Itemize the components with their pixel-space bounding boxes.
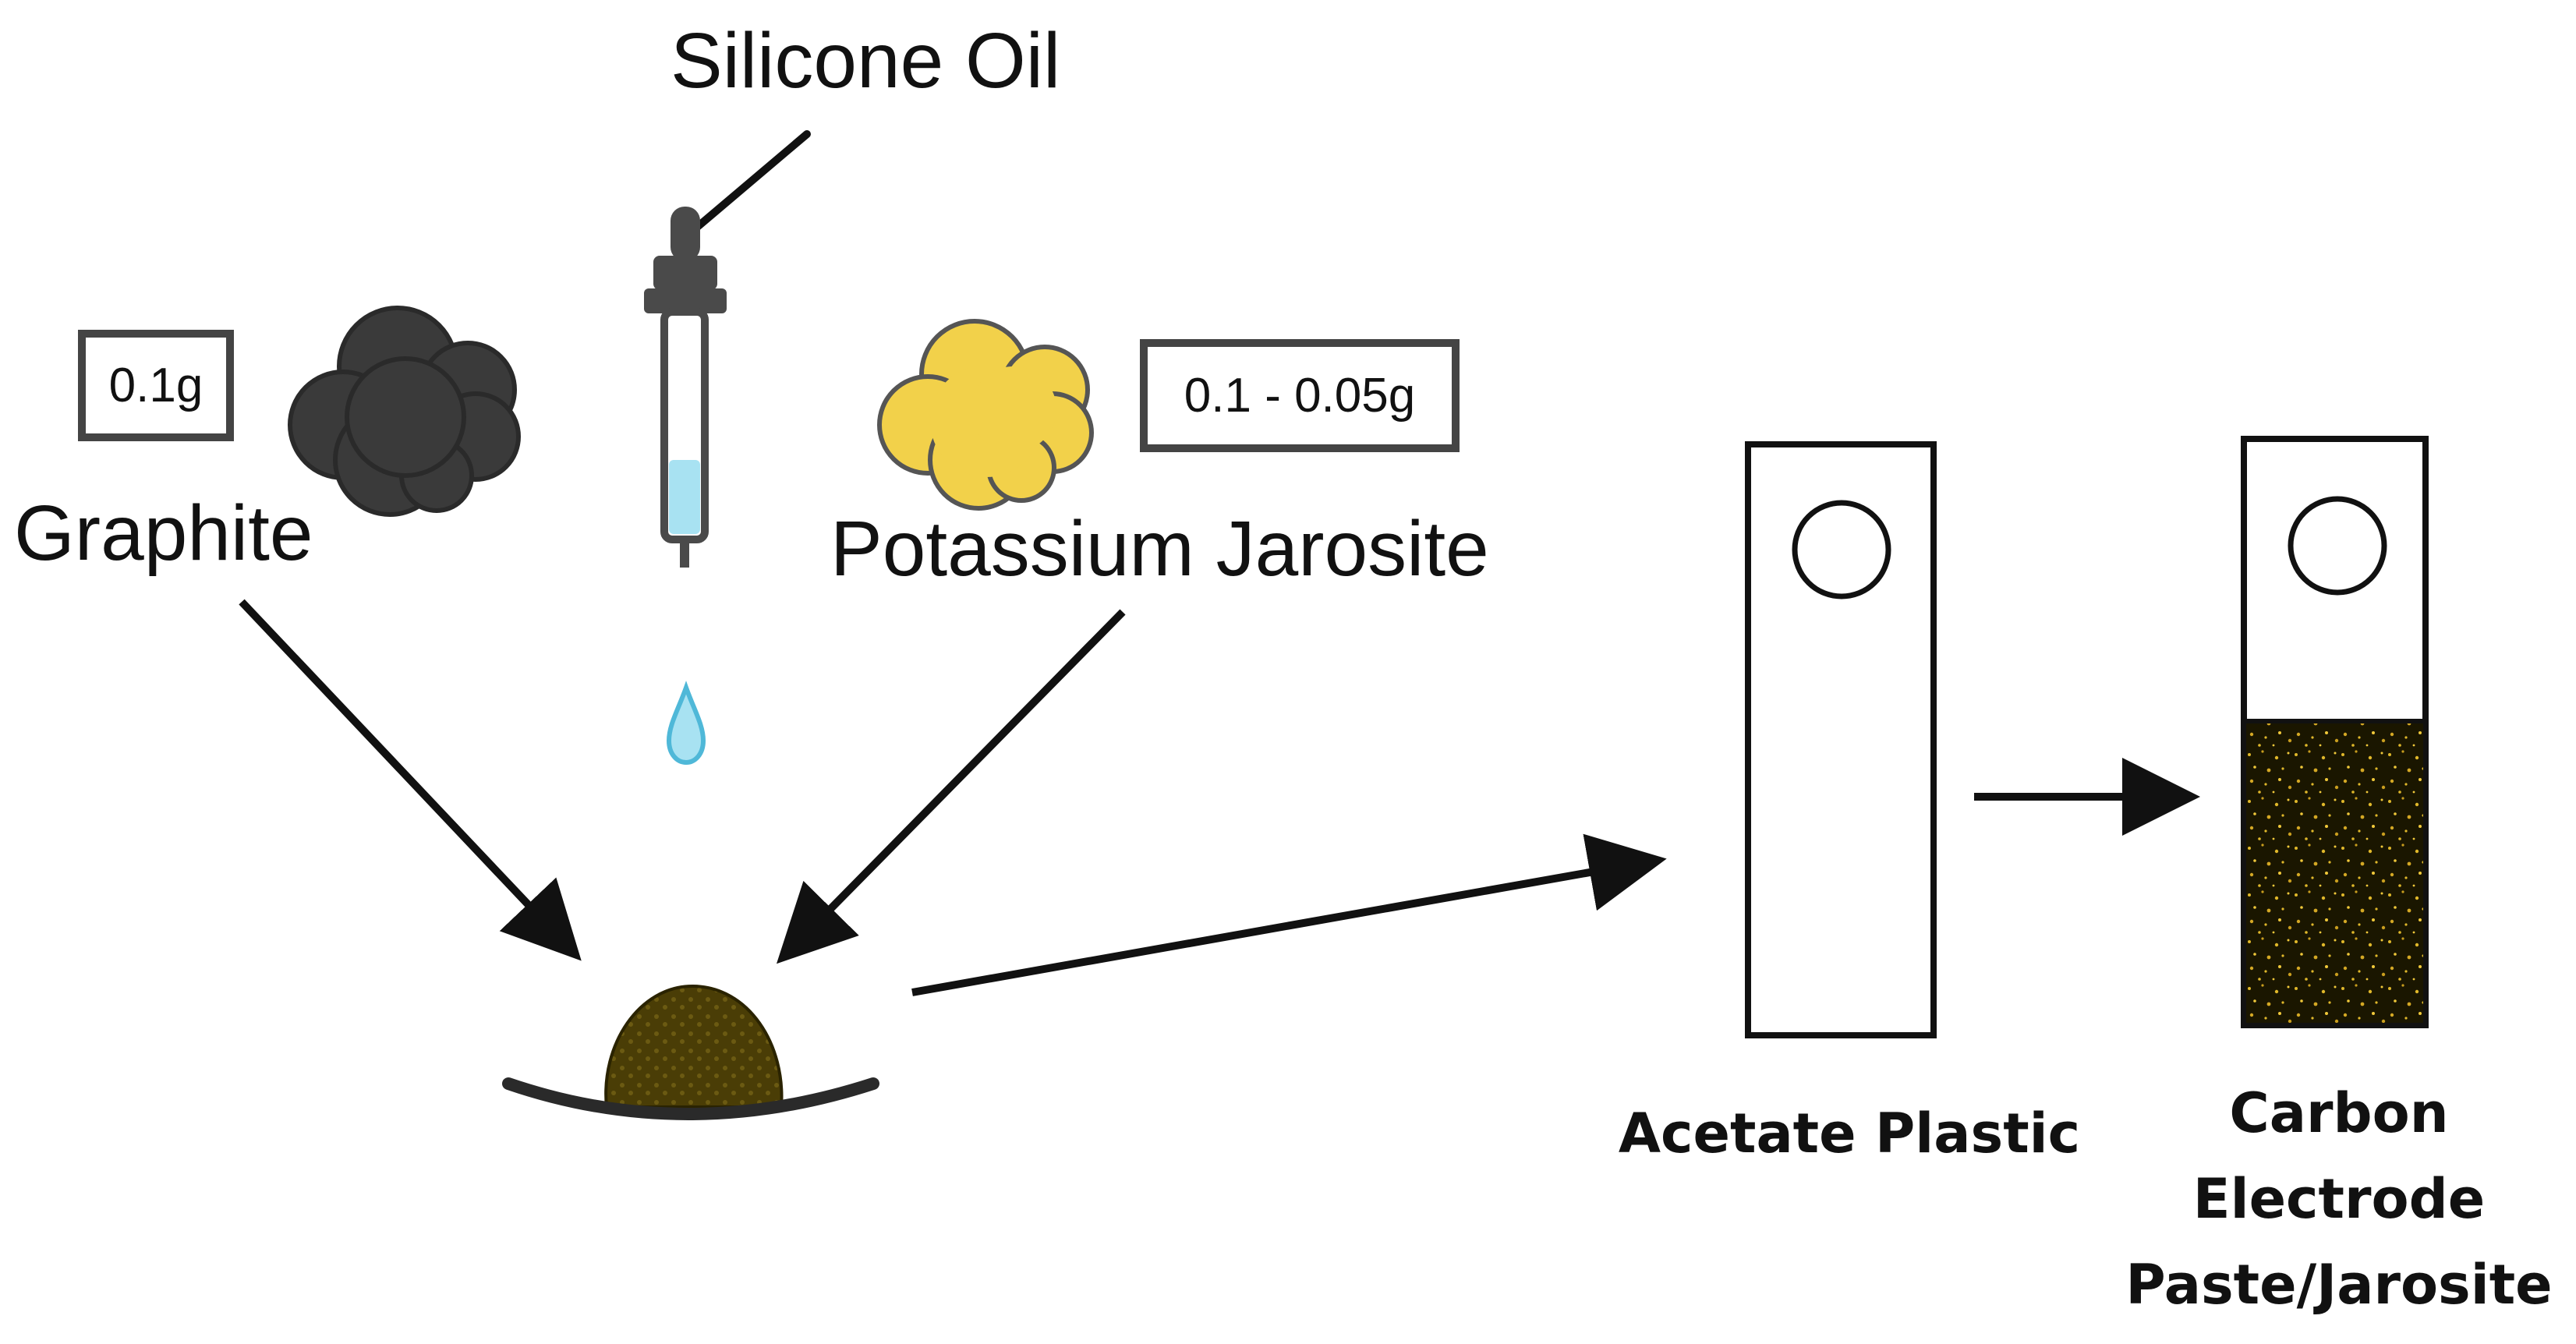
jarosite-to-paste-arrow <box>776 609 1126 964</box>
jarosite-mass-label: 0.1 - 0.05g <box>1184 369 1415 423</box>
graphite-label: Graphite <box>14 490 313 577</box>
paste-mound <box>604 984 784 1109</box>
silicone-oil-label: Silicone Oil <box>671 17 1060 104</box>
acetate-label: Acetate Plastic <box>1619 1102 2080 1165</box>
acetate-hole <box>1792 500 1891 599</box>
dropper-icon <box>644 207 727 568</box>
silicone-oil-pointer <box>681 130 811 242</box>
electrode-label-line1: Carbon <box>2229 1081 2448 1145</box>
oil-drop-icon <box>666 681 706 766</box>
mixing-dish <box>502 1077 879 1120</box>
jarosite-cloud-fill <box>930 365 1056 477</box>
graphite-mass-box <box>78 330 234 441</box>
graphite-to-paste-arrow <box>239 599 582 961</box>
graphite-mass-label: 0.1g <box>109 359 203 412</box>
electrode-label-line2: Electrode <box>2193 1167 2485 1231</box>
paste-to-acetate-arrow <box>911 833 1667 996</box>
graphite-cloud-icon <box>288 306 521 517</box>
electrode-label: Carbon Electrode Paste/Jarosite <box>2125 1081 2552 1317</box>
electrode-paste-fill <box>2242 719 2428 1027</box>
electrode-label-line3: Paste/Jarosite <box>2125 1253 2552 1317</box>
jarosite-mass-box <box>1140 339 1460 452</box>
electrode-hole <box>2288 496 2387 596</box>
jarosite-label: Potassium Jarosite <box>830 505 1489 592</box>
